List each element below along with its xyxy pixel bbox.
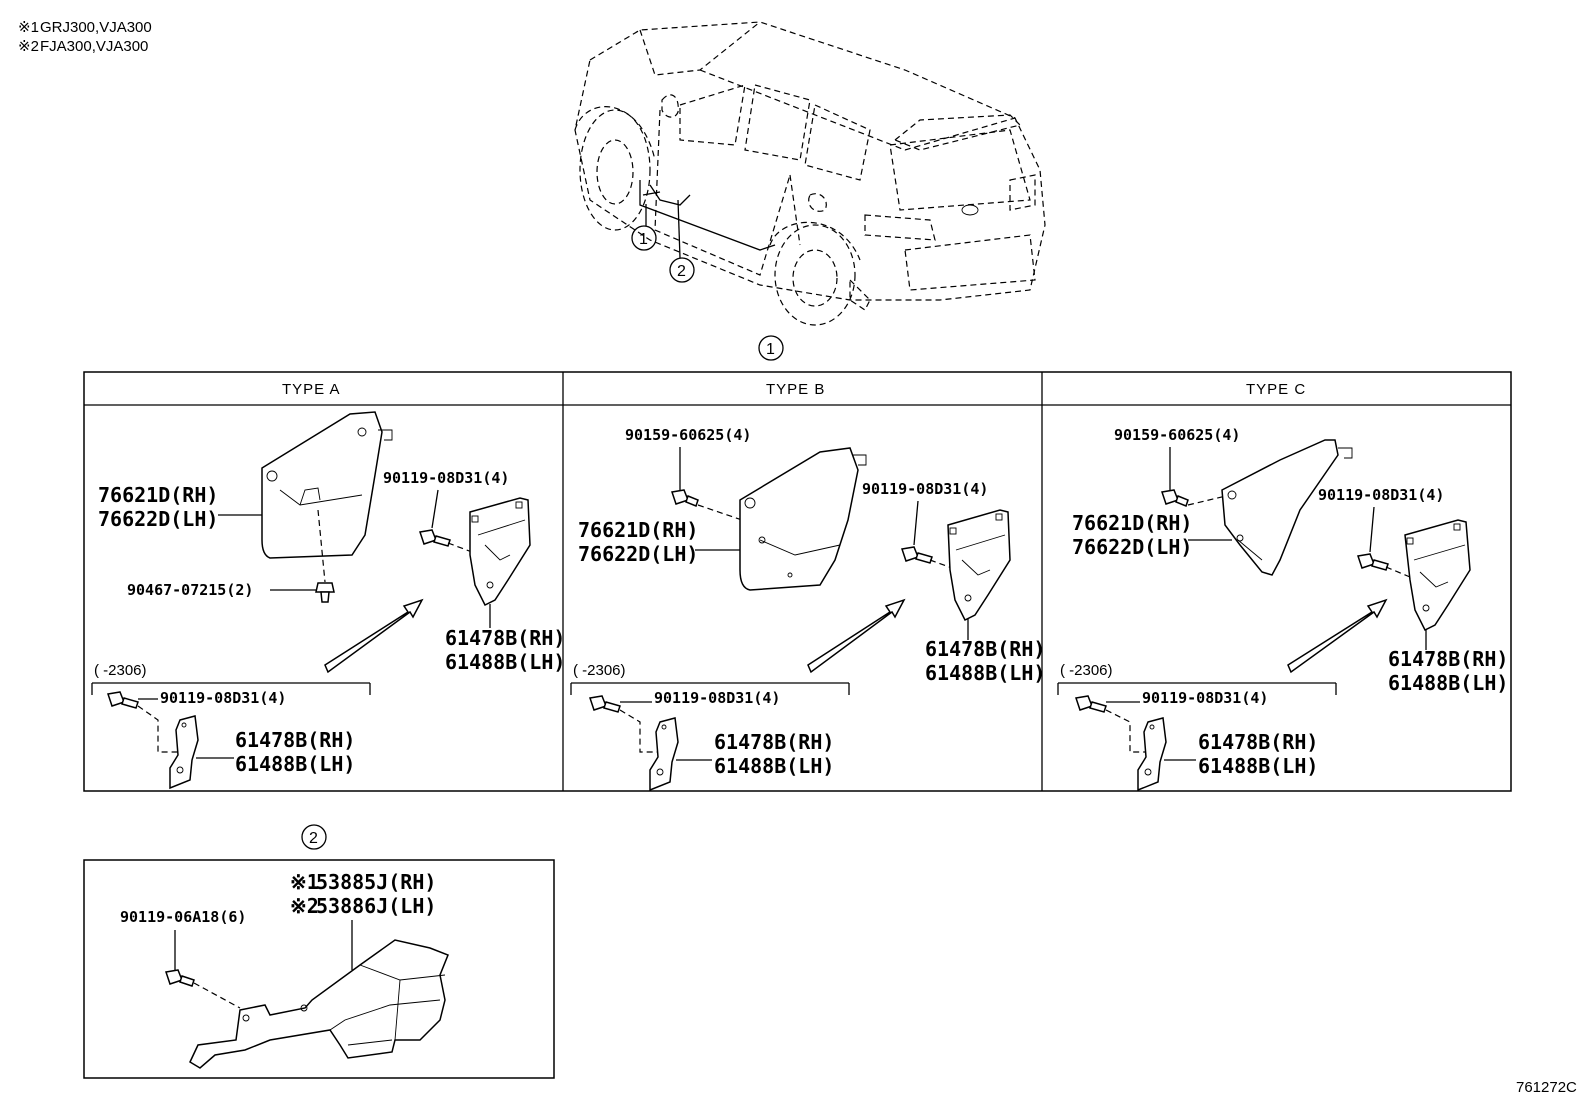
vehicle-illustration <box>574 21 1046 326</box>
type-b-bracket-lh: 61488B(LH) <box>925 661 1045 685</box>
note-1-text: GRJ300,VJA300 <box>40 19 152 36</box>
type-a-bolt-part: 90119-08D31(4) <box>383 469 509 487</box>
type-b-lower-bracket-lh: 61488B(LH) <box>714 754 834 778</box>
section-1-table <box>83 371 1512 792</box>
type-c-top-clip-part: 90159-60625(4) <box>1114 426 1240 444</box>
type-c-bolt-icon <box>1357 553 1389 571</box>
type-a-clip-icon <box>315 582 335 603</box>
section-2-bolt-part: 90119-06A18(6) <box>120 908 246 926</box>
side-step-bracket-shape <box>189 939 449 1069</box>
type-b-bracket-shape <box>947 509 1011 622</box>
section-2-circle <box>301 824 327 850</box>
type-a-bolt-icon <box>419 529 451 547</box>
type-b-mudguard-shape <box>739 447 867 591</box>
type-c-bracket-shape <box>1404 519 1471 632</box>
section-1-circle <box>758 335 784 361</box>
type-a-bracket-rh: 61478B(RH) <box>445 626 565 650</box>
callout-1-label: 1 <box>639 231 648 248</box>
part-2-number: 53886J(LH) <box>316 894 436 918</box>
type-c-lower-bracket-shape <box>1137 717 1167 792</box>
type-b-bracket-rh: 61478B(RH) <box>925 637 1045 661</box>
section-2-label: 2 <box>309 830 318 847</box>
type-b-lower-bracket-rh: 61478B(RH) <box>714 730 834 754</box>
type-c-range: ( -2306) <box>1060 662 1113 679</box>
type-c-top-clip-icon <box>1161 489 1189 507</box>
section-1-label: 1 <box>766 341 775 358</box>
type-a-lower-bracket-rh: 61478B(RH) <box>235 728 355 752</box>
type-b-lower-bracket-shape <box>649 717 679 792</box>
section-2-bolt-icon <box>165 969 195 987</box>
section-2-frame <box>83 859 555 1079</box>
type-b-top-clip-part: 90159-60625(4) <box>625 426 751 444</box>
type-a-range: ( -2306) <box>94 662 147 679</box>
type-a-lower-bracket-lh: 61488B(LH) <box>235 752 355 776</box>
type-c-bracket-lh: 61488B(LH) <box>1388 671 1508 695</box>
type-c-bolt-part: 90119-08D31(4) <box>1318 486 1444 504</box>
type-b-top-clip-icon <box>671 489 699 507</box>
type-a-bracket-shape <box>469 497 531 607</box>
type-c-bracket-rh: 61478B(RH) <box>1388 647 1508 671</box>
type-a-lower-bolt-part: 90119-08D31(4) <box>160 689 286 707</box>
note-2-text: FJA300,VJA300 <box>40 38 148 55</box>
type-b-lower-bolt-part: 90119-08D31(4) <box>654 689 780 707</box>
type-c-lower-bracket-rh: 61478B(RH) <box>1198 730 1318 754</box>
type-a-lower-bolt-icon <box>107 691 139 709</box>
type-c-arrow <box>1287 598 1388 674</box>
type-b-lower-bolt-icon <box>589 695 621 713</box>
type-b-arrow <box>807 598 906 674</box>
note-1-mark: ※1 <box>18 19 39 36</box>
type-c-title: TYPE C <box>1246 381 1306 398</box>
figure-code: 761272C <box>1516 1079 1577 1096</box>
type-c-lower-bracket-lh: 61488B(LH) <box>1198 754 1318 778</box>
type-b-mudguard-lh: 76622D(LH) <box>578 542 698 566</box>
callout-2-label: 2 <box>677 263 686 280</box>
type-b-bolt-icon <box>901 546 933 564</box>
type-a-title: TYPE A <box>282 381 341 398</box>
part-1-mark: ※1 <box>290 870 319 894</box>
type-c-mudguard-shape <box>1221 439 1353 576</box>
type-a-bracket-lh: 61488B(LH) <box>445 650 565 674</box>
part-2-mark: ※2 <box>290 894 319 918</box>
callout-2-circle <box>669 257 695 283</box>
type-a-clip-part: 90467-07215(2) <box>127 581 253 599</box>
type-c-lower-bolt-part: 90119-08D31(4) <box>1142 689 1268 707</box>
type-a-lower-bracket-shape <box>169 715 199 790</box>
type-c-mudguard-rh: 76621D(RH) <box>1072 511 1192 535</box>
type-a-mudguard-lh: 76622D(LH) <box>98 507 218 531</box>
type-a-mudguard-shape <box>261 411 393 559</box>
type-c-mudguard-lh: 76622D(LH) <box>1072 535 1192 559</box>
type-b-title: TYPE B <box>766 381 825 398</box>
part-1-number: 53885J(RH) <box>316 870 436 894</box>
type-c-lower-bolt-icon <box>1075 695 1107 713</box>
type-b-bolt-part: 90119-08D31(4) <box>862 480 988 498</box>
type-a-mudguard-rh: 76621D(RH) <box>98 483 218 507</box>
note-2-mark: ※2 <box>18 38 39 55</box>
type-a-arrow <box>324 598 424 674</box>
callout-1-circle <box>631 225 657 251</box>
type-b-mudguard-rh: 76621D(RH) <box>578 518 698 542</box>
type-b-range: ( -2306) <box>573 662 626 679</box>
